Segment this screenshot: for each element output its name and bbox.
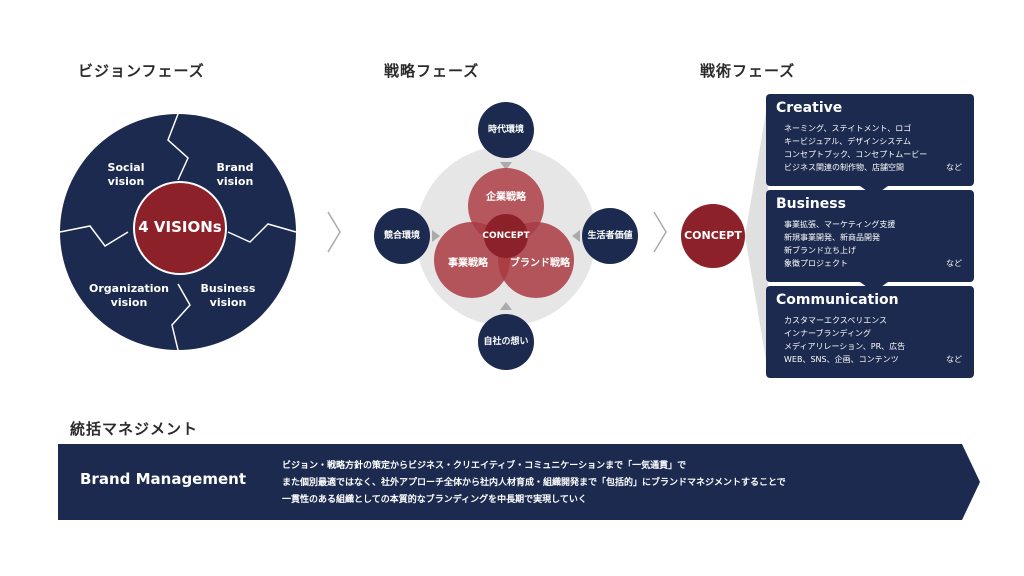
card-title: Communication	[776, 292, 899, 308]
vision-center-circle	[133, 181, 227, 275]
description-line: また個別最適ではなく、社外アプローチ全体から社内人材育成・組織開発まで「包括的」…	[282, 478, 786, 488]
description-line: 一貫性のある組織としての本質的なブランディングを中長期で実現していく	[282, 495, 587, 505]
triangle-down-icon	[500, 162, 512, 170]
card-title: Business	[776, 196, 846, 212]
concept-circle	[681, 204, 745, 268]
concept-label: CONCEPT	[684, 229, 742, 242]
card-item: カスタマーエクスペリエンス	[784, 316, 888, 325]
card-etc: など	[946, 355, 962, 364]
card-item: 新ブランド立ち上げ	[784, 246, 856, 255]
brand-management-description: ビジョン・戦略方針の策定からビジネス・クリエイティブ・コミュニケーションまで「一…	[282, 458, 942, 509]
card-item: メディアリレーション、PR、広告	[784, 342, 906, 351]
communication-card: Communication カスタマーエクスペリエンス インナーブランディング …	[766, 286, 974, 378]
strategy-phase-title: 戦略フェーズ	[384, 62, 480, 80]
vision-divider-lines	[59, 113, 297, 351]
card-title: Creative	[776, 100, 843, 116]
competitive-environment-circle	[374, 208, 430, 264]
chevron-right-icon	[653, 211, 667, 253]
description-line: ビジョン・戦略方針の策定からビジネス・クリエイティブ・コミュニケーションまで「一…	[282, 461, 687, 471]
card-items: ネーミング、ステイトメント、ロゴ キービジュアル、デザインシステム コンセプトブ…	[776, 122, 964, 174]
brand-strategy-label: ブランド戦略	[510, 258, 570, 269]
card-item: WEB、SNS、企画、コンテンツ	[784, 355, 899, 364]
card-etc: など	[946, 259, 962, 268]
business-card: Business 事業拡張、マーケティング支援 新規事業開発、新商品開発 新ブラ…	[766, 190, 974, 282]
card-item: ビジネス関連の制作物、店舗空間	[784, 163, 904, 172]
brand-management-banner	[58, 444, 980, 520]
chevron-right-icon	[327, 211, 341, 253]
card-item: 事業拡張、マーケティング支援	[784, 220, 896, 229]
triangle-left-icon	[572, 230, 580, 242]
management-heading: 統括マネジメント	[70, 420, 199, 438]
concept-funnel	[745, 100, 768, 372]
triangle-up-icon	[500, 302, 512, 310]
business-vision-label: Business vision	[200, 282, 256, 309]
tactics-phase-title: 戦術フェーズ	[700, 62, 796, 80]
card-etc: など	[946, 163, 962, 172]
strategy-concept-circle	[484, 214, 528, 258]
brand-vision-label: Brand vision	[216, 161, 254, 188]
consumer-value-circle	[582, 208, 638, 264]
card-item: コンセプトブック、コンセプトムービー	[784, 150, 928, 159]
creative-card: Creative ネーミング、ステイトメント、ロゴ キービジュアル、デザインシス…	[766, 94, 974, 186]
triangle-right-icon	[432, 230, 440, 242]
era-environment-label: 時代環境	[487, 125, 524, 135]
competitive-environment-label: 競合環境	[383, 231, 420, 241]
company-thoughts-circle	[478, 314, 534, 370]
card-items: カスタマーエクスペリエンス インナーブランディング メディアリレーション、PR、…	[776, 314, 964, 366]
business-strategy-label: 事業戦略	[448, 258, 488, 269]
card-item: インナーブランディング	[784, 329, 871, 338]
card-item: 象徴プロジェクト	[784, 259, 848, 268]
brand-management-label: Brand Management	[80, 470, 247, 488]
card-item: キービジュアル、デザインシステム	[784, 137, 911, 146]
company-thoughts-label: 自社の想い	[483, 337, 529, 347]
era-environment-circle	[478, 102, 534, 158]
social-vision-label: Social vision	[107, 161, 145, 188]
vision-phase-title: ビジョンフェーズ	[78, 62, 205, 80]
card-item: 新規事業開発、新商品開発	[784, 233, 880, 242]
consumer-value-label: 生活者価値	[587, 231, 633, 241]
four-visions-label: 4 VISIONs	[138, 218, 222, 236]
corporate-strategy-label: 企業戦略	[486, 192, 526, 203]
card-item: ネーミング、ステイトメント、ロゴ	[784, 124, 912, 133]
strategy-concept-label: CONCEPT	[482, 231, 530, 241]
card-items: 事業拡張、マーケティング支援 新規事業開発、新商品開発 新ブランド立ち上げ 象徴…	[776, 218, 964, 270]
organization-vision-label: Organization vision	[89, 282, 169, 309]
